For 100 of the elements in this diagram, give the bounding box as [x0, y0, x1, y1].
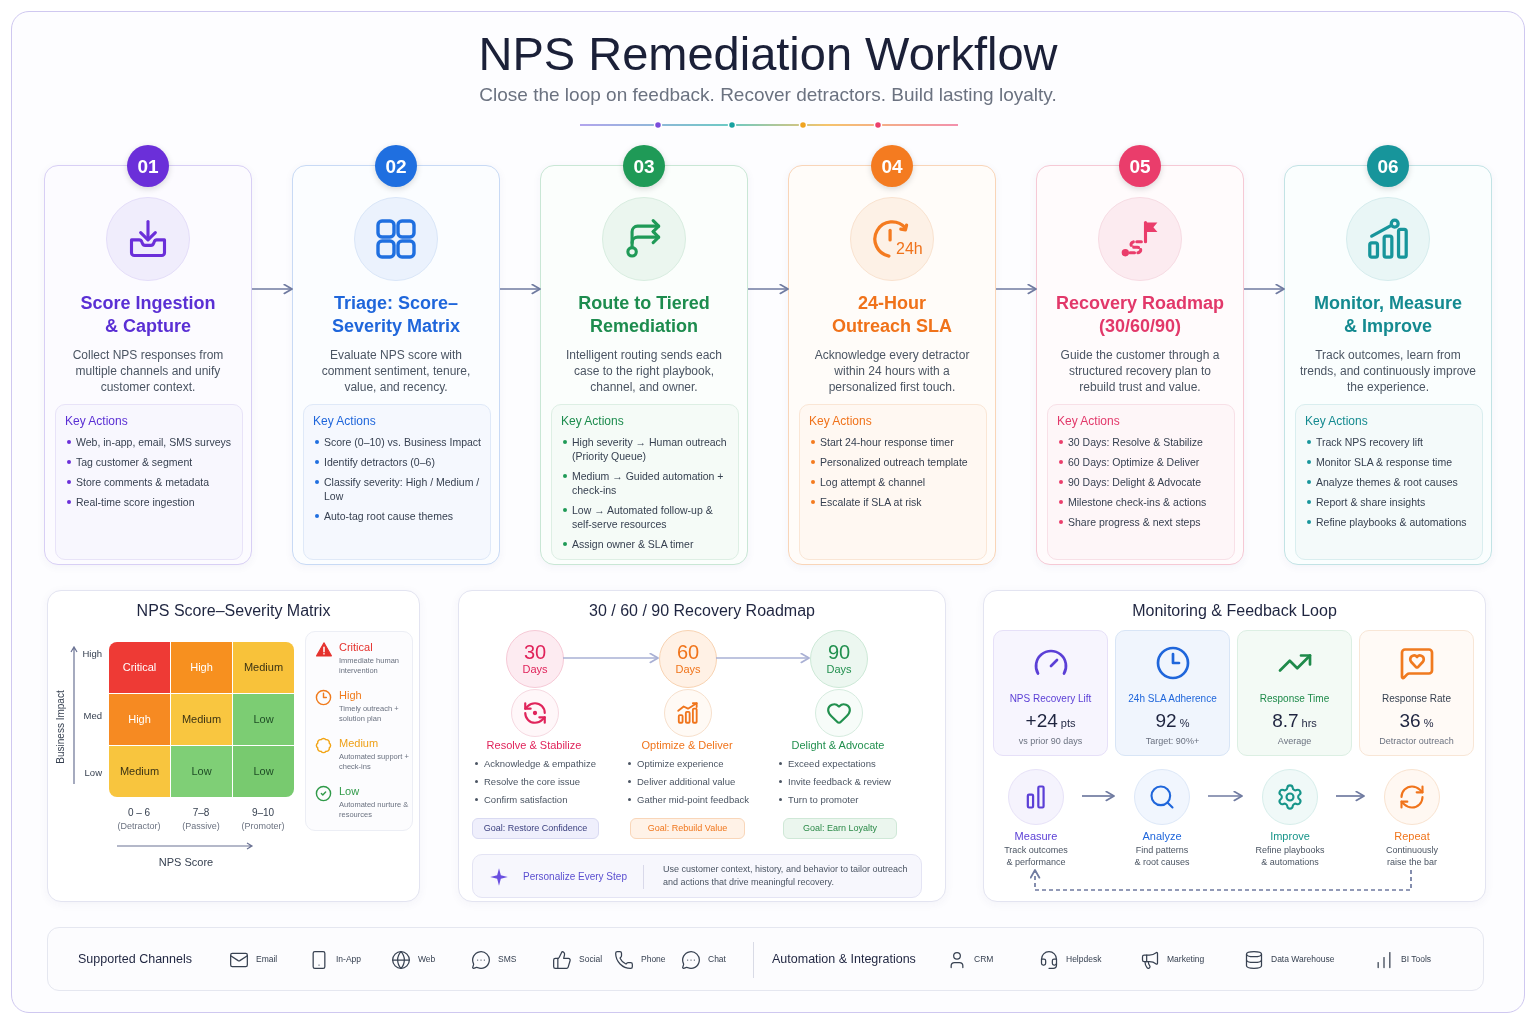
key-actions-heading: Key Actions — [313, 413, 377, 429]
icon-caption: 24h — [896, 240, 923, 258]
step-description: Track outcomes, learn from trends, and continuously improve the experience. — [1299, 347, 1477, 395]
bar-heading: Supported Channels — [78, 951, 192, 967]
key-actions-heading: Key Actions — [561, 413, 625, 429]
key-actions-panel — [1047, 404, 1235, 560]
tip-description: Use customer context, history, and behavior to tailor outreach and actions that drive meaningful recovery. — [663, 863, 909, 889]
phase-title: Optimize & Deliver — [641, 738, 733, 752]
panel-title: Monitoring & Feedback Loop — [1132, 601, 1337, 621]
matrix-cell: Low — [233, 746, 294, 797]
matrix-cell: Low — [233, 694, 294, 745]
loop-step-title: Analyze — [1142, 829, 1182, 843]
step-title: Triage: Score–Severity Matrix — [330, 292, 462, 338]
action-item: Auto-tag root cause themes — [313, 509, 481, 523]
phase-item: Resolve the core issue — [473, 775, 581, 788]
step-number-badge: 03 — [623, 145, 665, 187]
flow-arrow — [1207, 790, 1243, 802]
loop-step-caption: Continuously raise the bar — [1385, 844, 1439, 868]
severity-level: Critical — [339, 640, 373, 654]
milestone-unit: Days — [826, 663, 852, 676]
goal-tag: Goal: Earn Loyalty — [783, 818, 897, 839]
severity-level: Low — [339, 784, 360, 798]
matrix-panel — [47, 590, 420, 902]
step-description: Intelligent routing sends each case to the right playbook, channel, and owner. — [564, 347, 724, 395]
phase-item: Exceed expectations — [777, 757, 876, 770]
key-actions-panel — [799, 404, 987, 560]
channel-label: Phone — [641, 953, 666, 965]
panel-title: 30 / 60 / 90 Recovery Roadmap — [589, 601, 815, 621]
axis-tick-label: 7–8 — [192, 806, 210, 819]
channel-label: Email — [256, 953, 278, 965]
metric-caption: Target: 90%+ — [1145, 735, 1200, 747]
axis-title: NPS Score — [158, 855, 214, 869]
flow-arrow — [499, 283, 541, 295]
tip-banner — [472, 854, 922, 898]
action-item: Medium → Guided automation + check-ins — [561, 469, 729, 497]
channel-label: Helpdesk — [1066, 953, 1102, 965]
matrix-cell: High — [171, 642, 232, 693]
channel-label: CRM — [974, 953, 994, 965]
loop-step-caption: Refine playbooks & automations — [1254, 844, 1326, 868]
action-item: 30 Days: Resolve & Stabilize — [1057, 435, 1225, 449]
channel-label: Chat — [708, 953, 726, 965]
axis-tick-label: 9–10 — [251, 806, 275, 819]
milestone-number: 30 — [523, 642, 547, 663]
axis-tick-label: Low — [84, 767, 102, 779]
phase-item: Optimize experience — [626, 757, 724, 770]
goal-tag: Goal: Restore Confidence — [472, 818, 599, 839]
metric-caption: Average — [1277, 735, 1312, 747]
action-item: Score (0–10) vs. Business Impact — [313, 435, 481, 449]
metric-label: NPS Recovery Lift — [1009, 692, 1092, 705]
action-item: Classify severity: High / Medium / Low — [313, 475, 481, 503]
metric-caption: vs prior 90 days — [1018, 735, 1083, 747]
matrix-cell: Low — [171, 746, 232, 797]
step-title: Recovery Roadmap (30/60/90) — [1054, 292, 1226, 338]
milestone-unit: Days — [675, 663, 701, 676]
matrix-cell: Critical — [109, 642, 170, 693]
step-description: Acknowledge every detractor within 24 hours with a personalized first touch. — [813, 347, 971, 395]
key-actions-heading: Key Actions — [809, 413, 873, 429]
metric-card — [993, 630, 1108, 756]
dashed-loop-arrow — [1029, 869, 1412, 891]
milestone-number: 60 — [676, 642, 700, 663]
phase-title: Delight & Advocate — [791, 738, 885, 752]
axis-tick-caption: (Detractor) — [117, 820, 161, 832]
action-item: Report & share insights — [1305, 495, 1473, 509]
metric-value: 8.7 — [1272, 710, 1299, 732]
flow-arrow — [747, 283, 789, 295]
milestone-unit: Days — [522, 663, 548, 676]
matrix-cell: Medium — [233, 642, 294, 693]
axis-tick-caption: (Promoter) — [241, 820, 285, 832]
bar-heading: Automation & Integrations — [772, 951, 916, 967]
channel-label: SMS — [498, 953, 517, 965]
matrix-cell: High — [109, 694, 170, 745]
axis-tick-label: 0 – 6 — [127, 806, 151, 819]
axis-tick-label: Med — [83, 710, 102, 722]
action-item: High severity → Human outreach (Priority Queue) — [561, 435, 729, 463]
metric-unit: % — [1423, 717, 1434, 730]
metric-value: +24 — [1025, 710, 1058, 732]
flow-arrow — [995, 283, 1037, 295]
severity-key-panel — [305, 631, 413, 831]
action-item: Real-time score ingestion — [65, 495, 233, 509]
key-actions-panel — [1295, 404, 1483, 560]
action-item: Assign owner & SLA timer — [561, 537, 729, 551]
key-actions-heading: Key Actions — [65, 413, 129, 429]
action-item: Share progress & next steps — [1057, 515, 1225, 529]
metric-unit: pts — [1060, 717, 1076, 730]
action-item: Milestone check-ins & actions — [1057, 495, 1225, 509]
phase-item: Turn to promoter — [777, 793, 859, 806]
severity-level: High — [339, 688, 362, 702]
flow-arrow — [562, 652, 659, 664]
severity-level: Medium — [339, 736, 379, 750]
channel-label: Social — [579, 953, 603, 965]
step-title: Monitor, Measure & Improve — [1313, 292, 1463, 338]
channels-bar — [47, 927, 1484, 991]
axis-tick-caption: (Passive) — [182, 820, 220, 832]
tip-title: Personalize Every Step — [523, 869, 627, 883]
metric-value: 92 — [1155, 710, 1177, 732]
flow-arrow — [1243, 283, 1285, 295]
action-item: Web, in-app, email, SMS surveys — [65, 435, 233, 449]
action-item: 90 Days: Delight & Advocate — [1057, 475, 1225, 489]
channel-label: Data Warehouse — [1271, 953, 1335, 965]
step-number-badge: 06 — [1367, 145, 1409, 187]
